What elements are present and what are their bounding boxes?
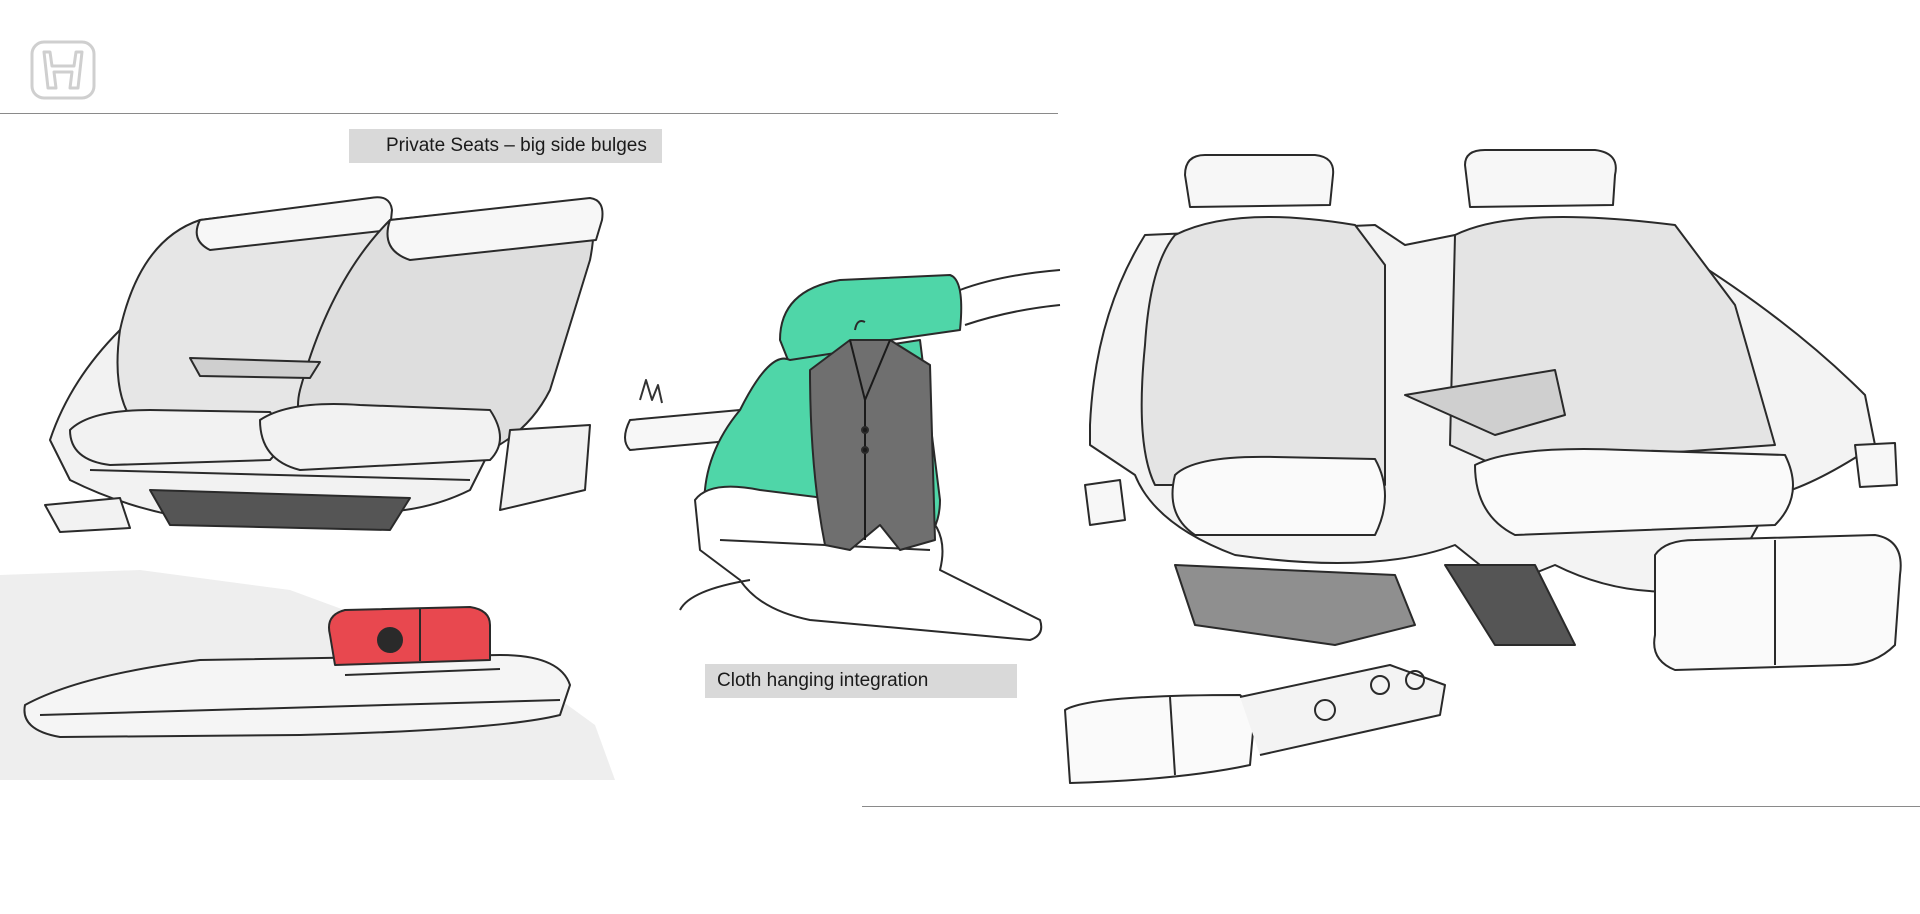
seat-with-jacket-sketch (624, 269, 1061, 641)
top-divider (0, 113, 1058, 114)
twin-seats-sketch (44, 196, 604, 533)
red-control-module-sketch (0, 570, 615, 780)
bench-seats-sketch (1084, 149, 1902, 671)
caption-private-seats: Private Seats – big side bulges (349, 129, 662, 163)
honda-logo-icon (30, 40, 96, 100)
footrest-panel-sketch (1064, 664, 1446, 784)
caption-cloth-hanging: Cloth hanging integration (705, 664, 1017, 698)
bottom-divider (862, 806, 1920, 807)
